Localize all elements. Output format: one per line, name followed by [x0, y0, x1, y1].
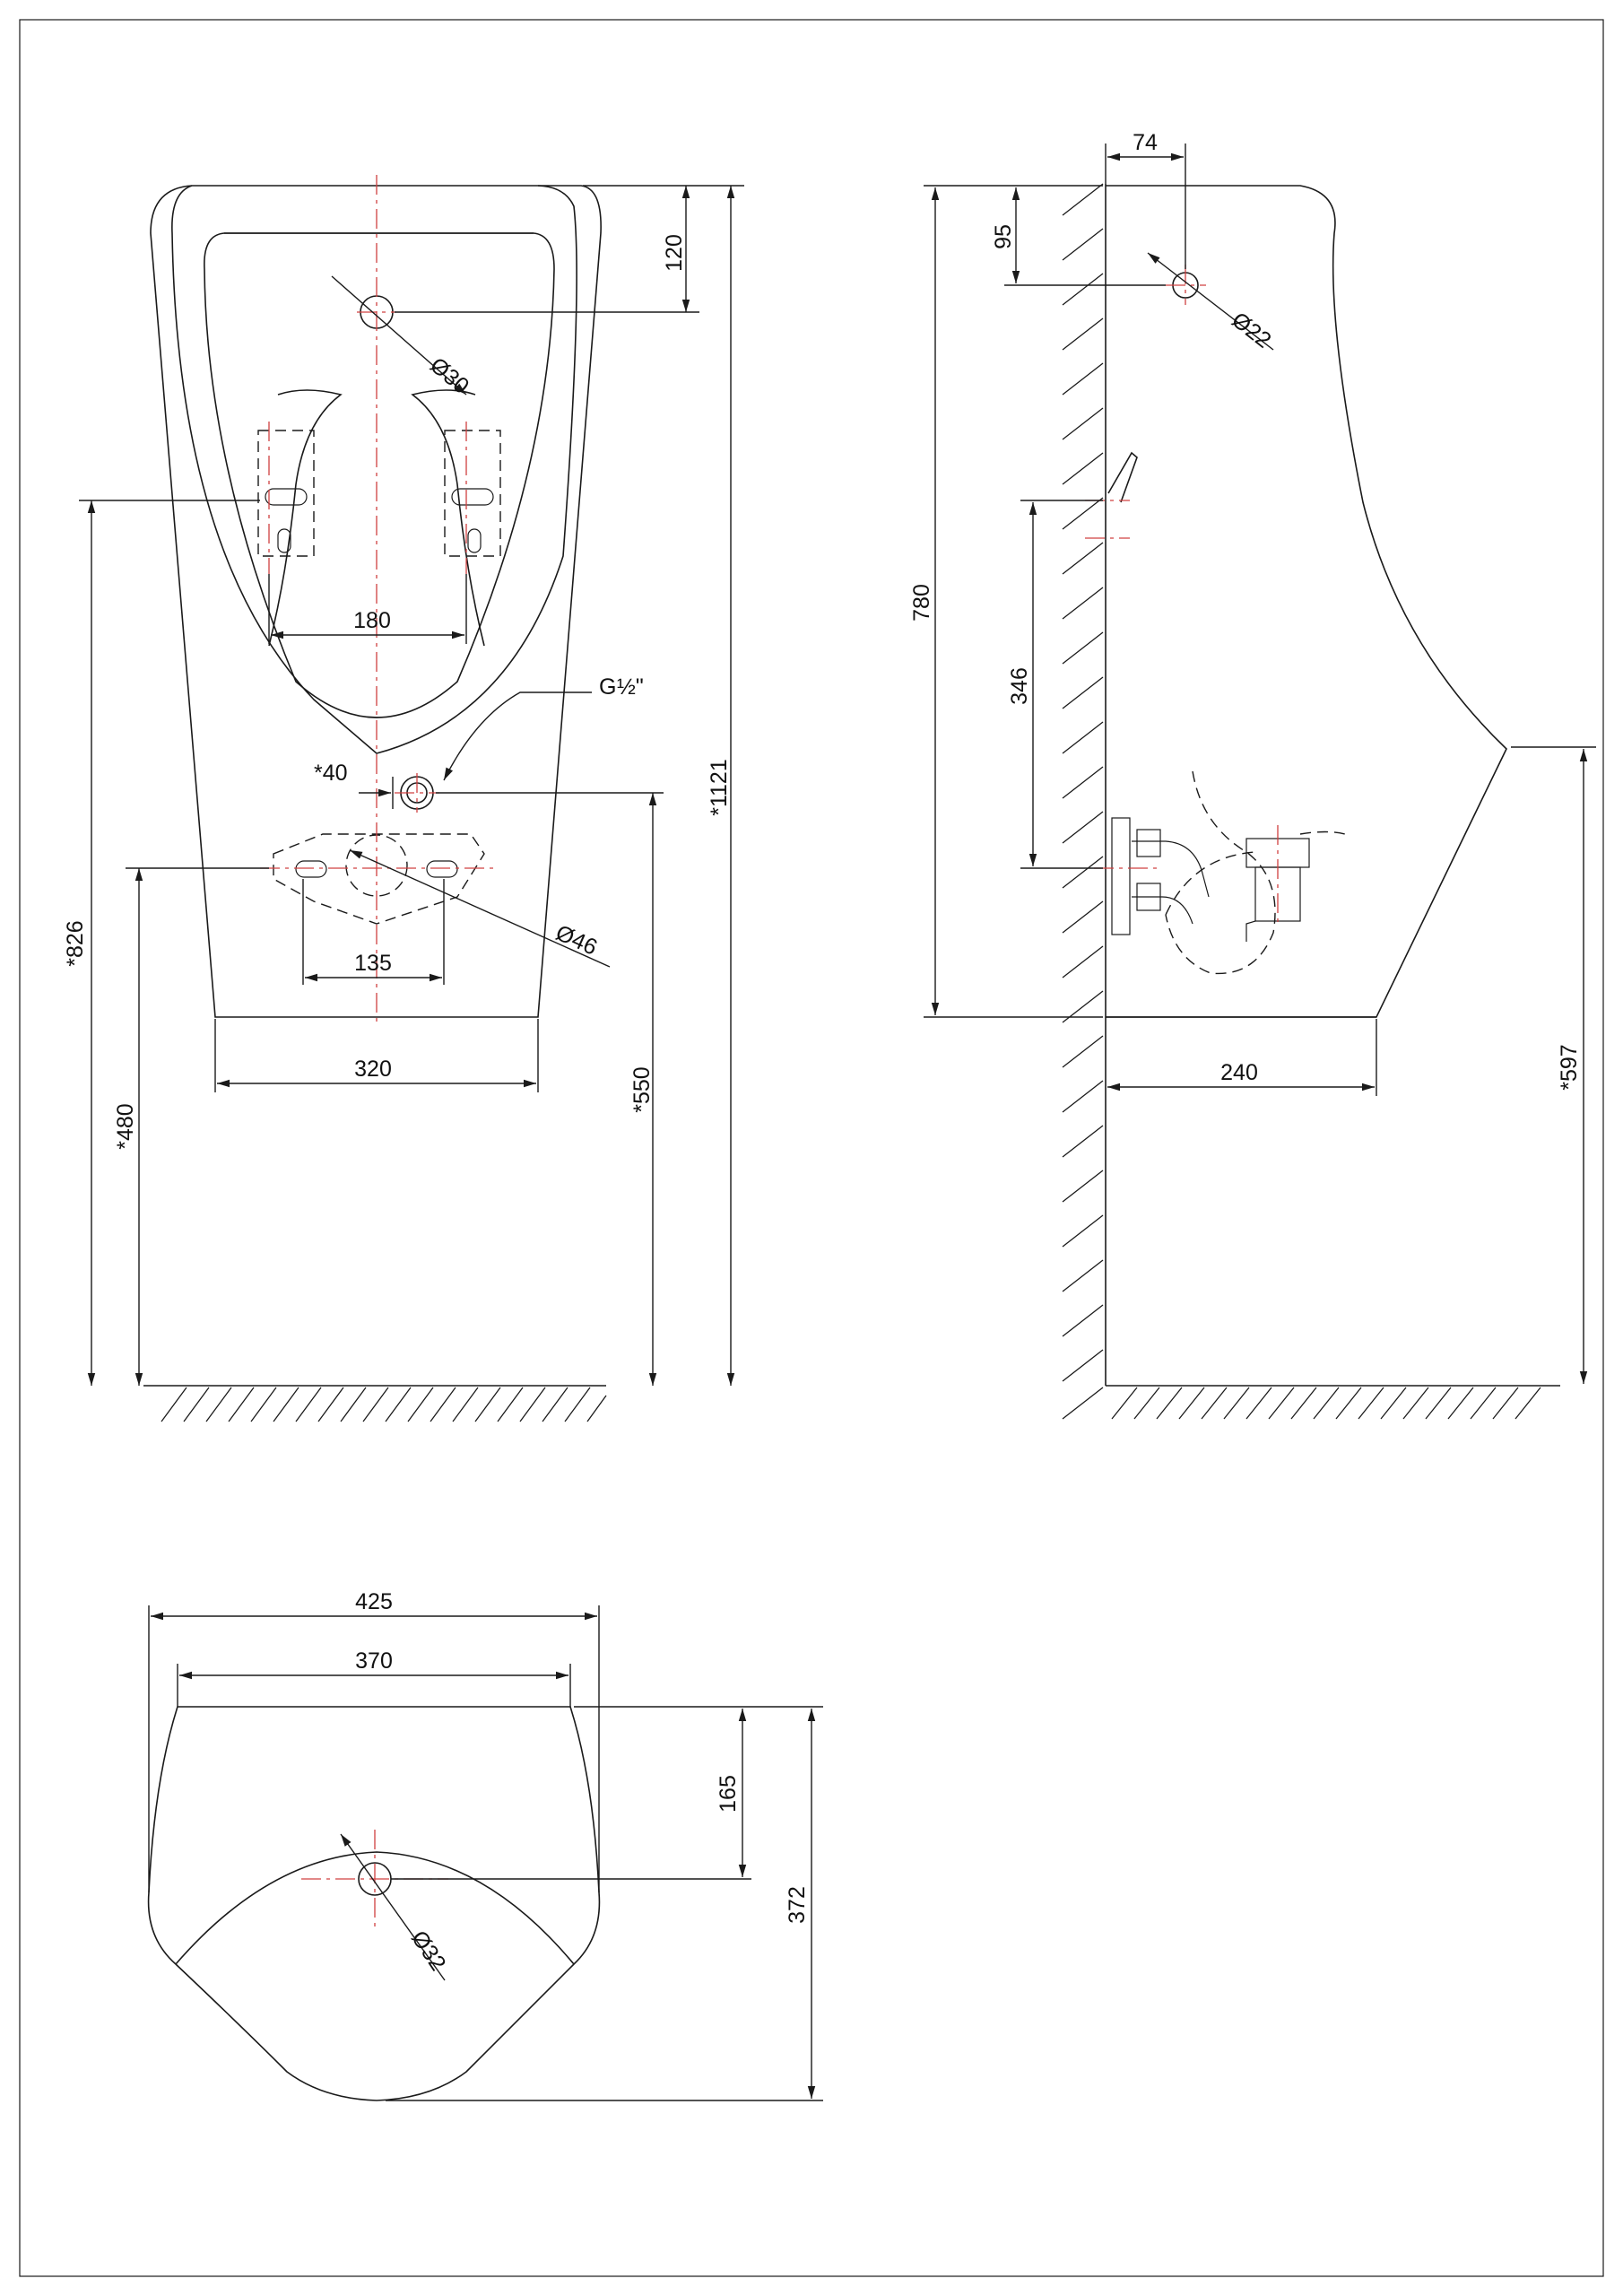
front-bowl-inner [204, 232, 555, 718]
dim-40: *40 [314, 761, 348, 786]
dim-346: 346 [1007, 667, 1032, 705]
front-floor-hatch [161, 1387, 607, 1422]
top-body-outline [147, 1706, 601, 2101]
dim-165: 165 [716, 1775, 741, 1813]
side-siphon [1165, 770, 1276, 975]
dim-370: 370 [355, 1648, 393, 1674]
dim-thread-g: G [599, 674, 616, 700]
dim-425: 425 [355, 1589, 393, 1614]
dim-597: *597 [1557, 1044, 1582, 1090]
front-body-outline [150, 185, 602, 1018]
dim-120: 120 [662, 234, 687, 272]
wall-hatch [1062, 183, 1104, 1420]
left-bracket [257, 430, 315, 557]
side-floor-hatch [1111, 1387, 1541, 1420]
dim-320: 320 [354, 1057, 392, 1082]
front-outlet-plate [273, 833, 485, 925]
dim-dia-32: Ø32 [406, 1926, 451, 1976]
dim-95: 95 [991, 224, 1016, 249]
dim-240: 240 [1220, 1060, 1258, 1085]
dim-480: *480 [113, 1103, 138, 1149]
top-view: 425 370 165 372 Ø32 [147, 1589, 823, 2101]
side-body-outline [1106, 185, 1507, 1018]
dim-thread-fraction: ½" [617, 674, 644, 700]
dim-780: 780 [909, 584, 934, 622]
front-view: 120 Ø30 *1121 180 *826 G ½" *40 *550 *48… [63, 175, 744, 1422]
dim-74: 74 [1133, 130, 1158, 155]
dim-372: 372 [785, 1886, 810, 1924]
right-bracket [444, 430, 501, 557]
dim-dia-46: Ø46 [552, 920, 602, 961]
dim-1121: *1121 [707, 759, 732, 816]
page-border [19, 19, 1604, 2277]
dim-135: 135 [354, 951, 392, 976]
dim-550: *550 [629, 1066, 655, 1112]
side-view: 74 95 Ø22 780 346 240 *597 [909, 130, 1596, 1420]
dim-180: 180 [353, 608, 391, 633]
dim-826: *826 [63, 920, 88, 966]
